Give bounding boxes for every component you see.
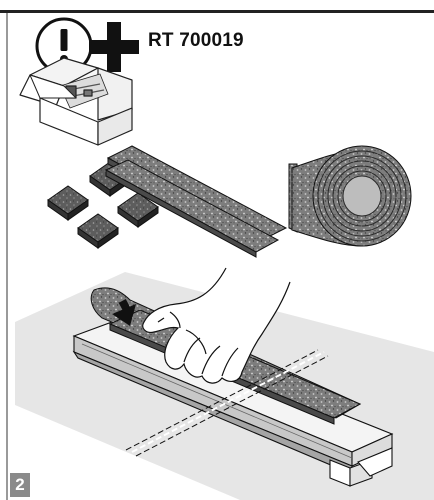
- cut-line-outline: [125, 349, 329, 457]
- foam-strips: [104, 145, 288, 258]
- warning-icon: [35, 17, 93, 75]
- cut-line: [131, 351, 325, 453]
- foam-roll: [288, 145, 412, 247]
- plus-icon: [89, 22, 139, 72]
- press-arrow-icon: [112, 299, 136, 326]
- hand-illustration: [142, 267, 291, 384]
- step-number-badge: 2: [10, 473, 30, 497]
- mounting-rail: [72, 321, 394, 487]
- side-rule: [6, 13, 8, 500]
- top-border: [0, 10, 434, 13]
- box-icon: [19, 57, 133, 146]
- product-code: RT 700019: [148, 30, 244, 51]
